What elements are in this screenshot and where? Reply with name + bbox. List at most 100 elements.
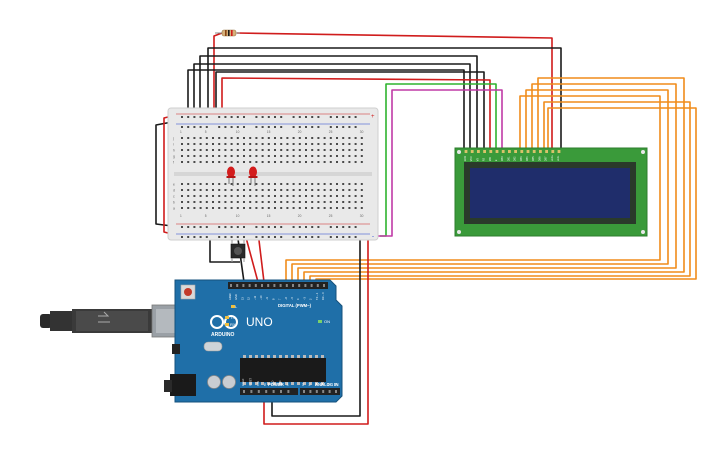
terminal-hole[interactable] <box>181 189 183 191</box>
terminal-hole[interactable] <box>205 189 208 191</box>
terminal-hole[interactable] <box>286 183 289 185</box>
terminal-hole[interactable] <box>298 155 301 157</box>
lcd-pin[interactable] <box>483 150 486 153</box>
terminal-hole[interactable] <box>305 137 307 139</box>
terminal-hole[interactable] <box>181 143 183 145</box>
terminal-hole[interactable] <box>187 149 190 151</box>
terminal-hole[interactable] <box>236 195 239 197</box>
terminal-hole[interactable] <box>224 207 227 209</box>
rail-hole[interactable] <box>354 116 357 118</box>
terminal-hole[interactable] <box>323 189 326 191</box>
rail-hole[interactable] <box>342 236 345 238</box>
terminal-hole[interactable] <box>236 149 239 151</box>
terminal-hole[interactable] <box>348 155 351 157</box>
terminal-hole[interactable] <box>323 137 326 139</box>
rail-hole[interactable] <box>280 126 283 128</box>
rail-hole[interactable] <box>348 236 351 238</box>
lcd-pin[interactable] <box>501 150 505 153</box>
terminal-hole[interactable] <box>187 195 190 197</box>
terminal-hole[interactable] <box>311 195 314 197</box>
terminal-hole[interactable] <box>305 183 307 185</box>
rail-hole[interactable] <box>199 226 202 228</box>
terminal-hole[interactable] <box>360 149 363 151</box>
terminal-hole[interactable] <box>267 207 270 209</box>
rail-hole[interactable] <box>199 236 202 238</box>
terminal-hole[interactable] <box>261 201 264 203</box>
terminal-hole[interactable] <box>255 183 258 185</box>
rail-hole[interactable] <box>267 226 270 228</box>
terminal-hole[interactable] <box>317 207 320 209</box>
terminal-hole[interactable] <box>193 161 196 163</box>
rail-hole[interactable] <box>329 226 332 228</box>
terminal-hole[interactable] <box>305 195 307 197</box>
terminal-hole[interactable] <box>336 161 338 163</box>
rail-hole[interactable] <box>311 116 314 118</box>
terminal-hole[interactable] <box>187 201 190 203</box>
terminal-hole[interactable] <box>336 143 338 145</box>
terminal-hole[interactable] <box>199 183 202 185</box>
terminal-hole[interactable] <box>193 137 196 139</box>
terminal-hole[interactable] <box>187 189 190 191</box>
rail-hole[interactable] <box>243 116 245 118</box>
terminal-hole[interactable] <box>218 201 221 203</box>
terminal-hole[interactable] <box>280 207 283 209</box>
terminal-hole[interactable] <box>280 195 283 197</box>
terminal-hole[interactable] <box>218 161 221 163</box>
terminal-hole[interactable] <box>267 195 270 197</box>
terminal-hole[interactable] <box>311 189 314 191</box>
terminal-hole[interactable] <box>274 195 276 197</box>
rail-hole[interactable] <box>261 226 264 228</box>
terminal-hole[interactable] <box>342 189 345 191</box>
terminal-hole[interactable] <box>261 207 264 209</box>
terminal-hole[interactable] <box>205 143 208 145</box>
terminal-hole[interactable] <box>267 201 270 203</box>
rail-hole[interactable] <box>342 116 345 118</box>
digital-pin[interactable] <box>254 284 257 287</box>
terminal-hole[interactable] <box>199 207 202 209</box>
terminal-hole[interactable] <box>249 195 252 197</box>
terminal-hole[interactable] <box>193 207 196 209</box>
terminal-hole[interactable] <box>348 149 351 151</box>
rail-hole[interactable] <box>187 126 190 128</box>
lcd-pin[interactable] <box>495 150 499 153</box>
terminal-hole[interactable] <box>181 201 183 203</box>
terminal-hole[interactable] <box>249 155 252 157</box>
terminal-hole[interactable] <box>329 155 332 157</box>
rail-hole[interactable] <box>317 226 320 228</box>
terminal-hole[interactable] <box>212 155 214 157</box>
terminal-hole[interactable] <box>354 195 357 197</box>
rail-hole[interactable] <box>243 226 245 228</box>
terminal-hole[interactable] <box>218 195 221 197</box>
terminal-hole[interactable] <box>181 149 183 151</box>
terminal-hole[interactable] <box>249 201 252 203</box>
terminal-hole[interactable] <box>249 189 252 191</box>
terminal-hole[interactable] <box>286 155 289 157</box>
terminal-hole[interactable] <box>354 183 357 185</box>
rail-hole[interactable] <box>311 236 314 238</box>
terminal-hole[interactable] <box>255 201 258 203</box>
terminal-hole[interactable] <box>298 143 301 145</box>
terminal-hole[interactable] <box>360 195 363 197</box>
terminal-hole[interactable] <box>187 143 190 145</box>
digital-pin[interactable] <box>248 284 251 287</box>
terminal-hole[interactable] <box>348 183 351 185</box>
terminal-hole[interactable] <box>181 183 183 185</box>
terminal-hole[interactable] <box>354 201 357 203</box>
terminal-hole[interactable] <box>336 149 338 151</box>
terminal-hole[interactable] <box>280 137 283 139</box>
rail-hole[interactable] <box>311 126 314 128</box>
terminal-hole[interactable] <box>261 189 264 191</box>
terminal-hole[interactable] <box>212 183 214 185</box>
terminal-hole[interactable] <box>342 149 345 151</box>
terminal-hole[interactable] <box>199 195 202 197</box>
terminal-hole[interactable] <box>199 149 202 151</box>
terminal-hole[interactable] <box>329 201 332 203</box>
terminal-hole[interactable] <box>292 189 295 191</box>
rail-hole[interactable] <box>292 236 295 238</box>
terminal-hole[interactable] <box>298 137 301 139</box>
digital-pin[interactable] <box>242 284 245 287</box>
terminal-hole[interactable] <box>181 155 183 157</box>
terminal-hole[interactable] <box>336 195 338 197</box>
terminal-hole[interactable] <box>317 155 320 157</box>
rail-hole[interactable] <box>336 116 338 118</box>
